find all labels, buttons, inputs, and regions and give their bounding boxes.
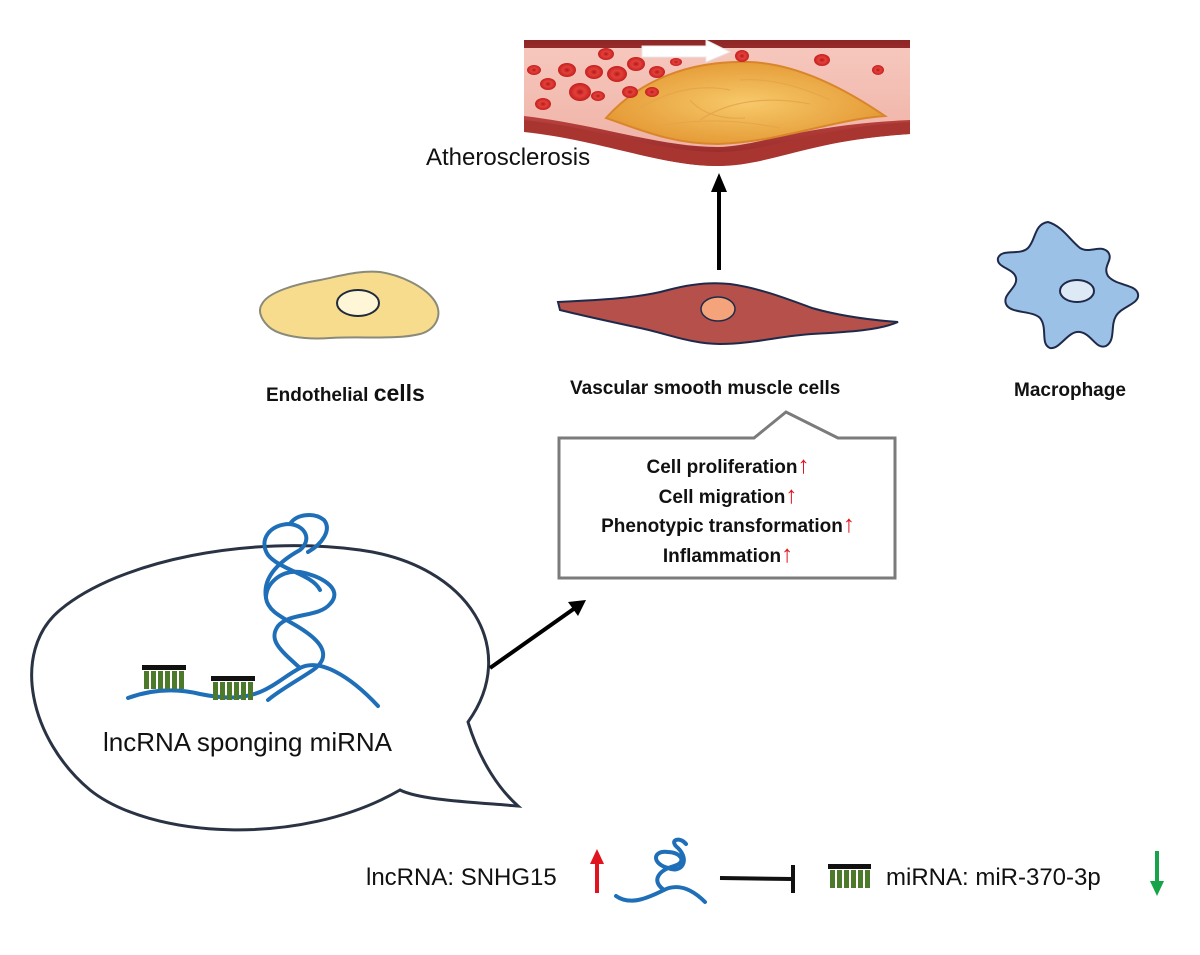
effect-text: Cell proliferation xyxy=(646,457,798,478)
effect-item: Inflammation↑ xyxy=(560,541,896,571)
effect-text: Inflammation xyxy=(662,545,782,567)
endothelial-label-text: Endothelial xyxy=(266,385,374,406)
effects-callout xyxy=(557,410,897,580)
macrophage-cell xyxy=(996,220,1140,350)
effects-list: Cell proliferation↑ Cell migration↑ Phen… xyxy=(560,452,896,570)
lncrna-legend-strand xyxy=(614,837,707,904)
up-arrow-icon: ↑ xyxy=(785,481,798,509)
mirna-legend-icon xyxy=(828,864,871,888)
lncrna-sponge-illustration xyxy=(126,513,380,708)
endothelial-label-emphasis: cells xyxy=(373,380,425,406)
endothelial-cell xyxy=(259,270,440,340)
up-arrow-icon: ↑ xyxy=(842,511,855,538)
effect-item: Cell migration↑ xyxy=(560,482,896,512)
lncrna-up-arrow xyxy=(590,849,604,893)
mirna-legend-label: miRNA: miR-370-3p xyxy=(886,864,1101,891)
progression-arrow xyxy=(711,173,727,270)
vascular-smooth-muscle-cell xyxy=(556,282,899,346)
speech-bubble xyxy=(30,544,523,832)
up-arrow-icon: ↑ xyxy=(781,540,794,568)
lncrna-legend-label: lncRNA: SNHG15 xyxy=(366,864,557,891)
mirna-icon xyxy=(142,665,186,689)
bubble-to-effects-arrow xyxy=(488,600,586,670)
mirna-icon xyxy=(211,676,255,700)
lncrna-strand xyxy=(126,569,380,708)
macrophage-label: Macrophage xyxy=(1014,380,1126,401)
artery-illustration xyxy=(524,39,910,166)
effect-item: Cell proliferation↑ xyxy=(560,452,896,482)
up-arrow-icon: ↑ xyxy=(797,452,810,479)
vsmc-label: Vascular smooth muscle cells xyxy=(570,378,841,399)
endothelial-cells-label: Endothelial cells xyxy=(266,380,425,407)
effect-item: Phenotypic transformation↑ xyxy=(560,511,896,541)
mirna-down-arrow xyxy=(1150,851,1164,896)
effect-text: Phenotypic transformation xyxy=(601,516,843,537)
blood-flow-arrow xyxy=(641,39,732,63)
inhibition-symbol xyxy=(719,865,795,893)
atherosclerosis-label: Atherosclerosis xyxy=(426,144,591,171)
sponging-label: lncRNA sponging miRNA xyxy=(103,727,393,757)
red-blood-cells xyxy=(527,48,884,110)
effect-text: Cell migration xyxy=(658,486,786,508)
